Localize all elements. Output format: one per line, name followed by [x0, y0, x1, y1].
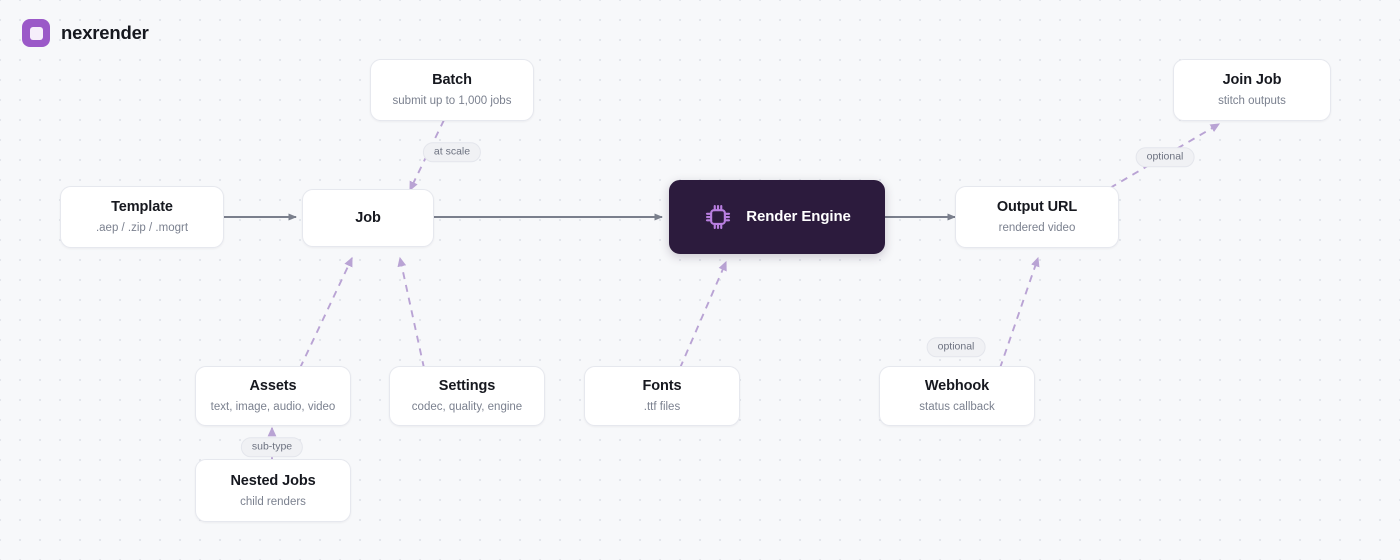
node-template[interactable]: Template .aep / .zip / .mogrt — [60, 186, 224, 248]
node-title: Batch — [432, 72, 472, 89]
nexrender-logo-icon — [22, 19, 50, 47]
node-title: Assets — [249, 378, 297, 395]
node-title: Webhook — [924, 378, 990, 395]
node-join-job[interactable]: Join Job stitch outputs — [1173, 59, 1331, 121]
node-output-url[interactable]: Output URL rendered video — [955, 186, 1119, 248]
edge-settings-to-job — [397, 256, 425, 369]
node-title: Render Engine — [746, 207, 851, 225]
node-batch[interactable]: Batch submit up to 1,000 jobs — [370, 59, 534, 121]
node-render-engine[interactable]: Render Engine — [669, 180, 885, 254]
node-subtitle: .ttf files — [643, 401, 681, 414]
cpu-icon — [703, 202, 733, 232]
node-title: Job — [355, 209, 381, 226]
edge-assets-to-job — [299, 256, 353, 369]
node-settings[interactable]: Settings codec, quality, engine — [389, 366, 545, 426]
node-assets[interactable]: Assets text, image, audio, video — [195, 366, 351, 426]
node-title: Nested Jobs — [230, 472, 316, 489]
node-title: Settings — [438, 378, 496, 395]
brand-name: nexrender — [61, 22, 149, 43]
brand-logo: nexrender — [22, 19, 149, 47]
node-subtitle: text, image, audio, video — [210, 401, 336, 414]
node-nested-jobs[interactable]: Nested Jobs child renders — [195, 459, 351, 522]
edge-label-optional-webhook: optional — [926, 337, 986, 357]
node-subtitle: submit up to 1,000 jobs — [392, 95, 512, 108]
node-title: Fonts — [642, 378, 682, 395]
edge-fonts-to-render-engine — [679, 260, 727, 369]
node-subtitle: status callback — [919, 401, 995, 414]
edge-label-sub-type: sub-type — [240, 437, 304, 457]
node-title: Output URL — [996, 199, 1078, 216]
node-subtitle: rendered video — [998, 222, 1076, 235]
node-subtitle: .aep / .zip / .mogrt — [95, 222, 189, 235]
edge-label-optional-join: optional — [1135, 147, 1195, 167]
node-subtitle: codec, quality, engine — [411, 401, 523, 414]
node-title: Template — [111, 199, 173, 216]
edge-label-at-scale: at scale — [422, 142, 482, 162]
node-job[interactable]: Job — [302, 189, 434, 247]
node-webhook[interactable]: Webhook status callback — [879, 366, 1035, 426]
node-subtitle: stitch outputs — [1218, 95, 1286, 108]
node-title: Join Job — [1222, 72, 1282, 89]
node-fonts[interactable]: Fonts .ttf files — [584, 366, 740, 426]
edge-webhook-to-output-url — [999, 256, 1040, 369]
node-subtitle: child renders — [240, 495, 306, 508]
